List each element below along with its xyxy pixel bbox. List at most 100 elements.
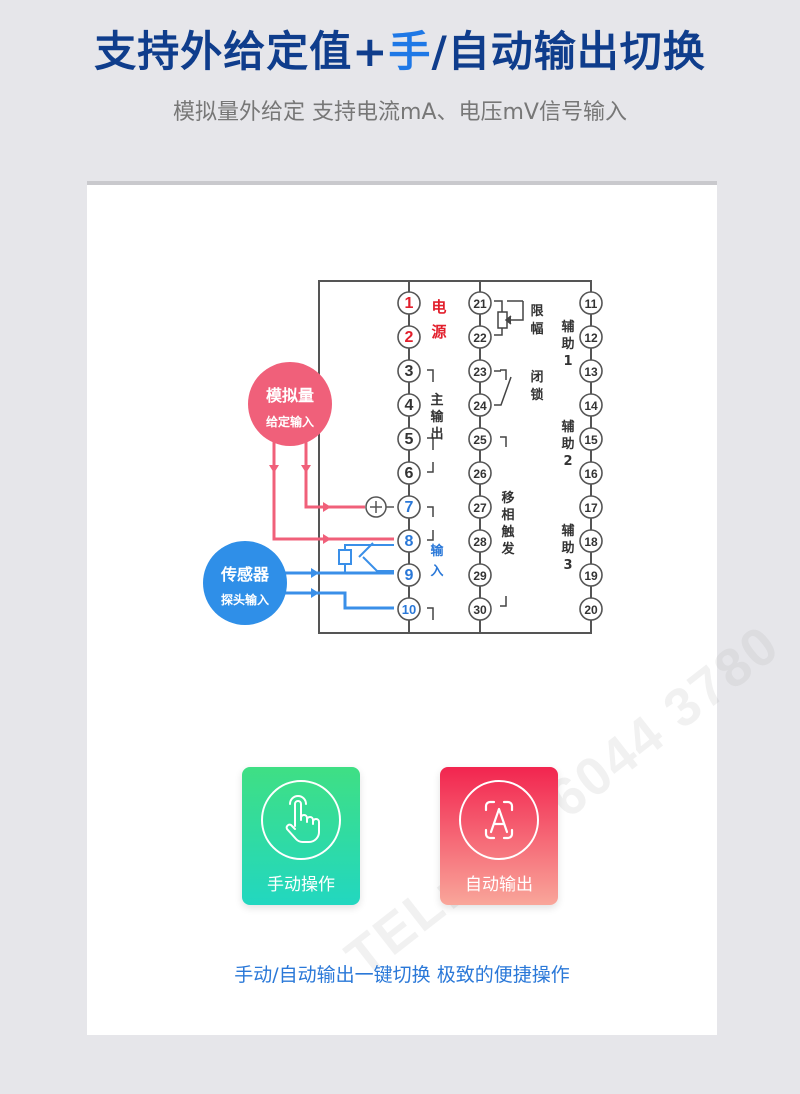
label-limit-char: 幅 [530,321,543,337]
terminal-22 [468,325,492,349]
sensor-wire [283,571,394,610]
sensor-node [203,541,287,625]
terminal-number: 22 [473,331,487,345]
label-phase_trigger-char: 移 [501,490,514,506]
terminal-21 [468,291,492,315]
terminal-24 [468,393,492,417]
terminal-2 [397,325,421,349]
label-main_output-char: 出 [430,426,443,442]
terminal-number: 25 [473,433,487,447]
title-part1: 支持外给定值+ [94,27,389,76]
label-lock-char: 锁 [530,387,543,403]
terminal-number: 5 [405,431,414,448]
label-input-char: 输 [430,543,444,559]
terminal-18 [579,529,603,553]
terminal-number: 12 [584,331,598,345]
manual-icon-ring [261,780,341,860]
terminal-29 [468,563,492,587]
terminal-17 [579,495,603,519]
terminal-15 [579,427,603,451]
terminal-number: 3 [405,363,414,380]
auto-mode-label: 自动输出 [465,875,533,895]
analog-arrows [269,465,331,544]
label-phase_trigger-char: 相 [501,507,514,523]
terminal-16 [579,461,603,485]
terminal-3 [397,359,421,383]
terminal-number: 28 [473,535,487,549]
label-limit-char: 限 [530,304,544,319]
label-main_output-char: 主 [430,392,443,408]
label-power-char: 源 [431,323,446,341]
terminal-number: 20 [584,603,598,617]
terminal-7 [397,495,421,519]
terminal-number: 6 [405,465,414,482]
terminal-number: 26 [473,467,487,481]
terminal-8 [397,529,421,553]
label-aux2-char: 辅 [561,419,574,435]
terminal-number: 11 [585,297,598,311]
analog-wire [272,440,394,541]
label-input-char: 入 [430,564,443,579]
phone-watermark: TEL: 138 6044 3780 [334,613,791,989]
terminal-12 [579,325,603,349]
terminal-number: 23 [473,365,487,379]
terminal-19 [579,563,603,587]
terminal-number: 19 [584,569,598,583]
lock-switch-icon [494,370,512,406]
label-aux3-char: 辅 [561,523,574,539]
label-aux2-char: 助 [561,436,574,452]
terminal-20 [579,597,603,621]
terminal-number: 7 [405,499,414,516]
terminal-number: 16 [584,467,598,481]
terminal-number: 10 [402,602,416,617]
terminal-number: 29 [473,569,487,583]
label-phase_trigger-char: 触 [500,524,514,540]
terminal-number: 13 [584,365,598,379]
analog-node-line1: 模拟量 [266,386,314,405]
terminal-13 [579,359,603,383]
title-part2: /自动输出切换 [431,27,706,76]
terminal-number: 1 [405,295,414,312]
analog-node-line2: 给定输入 [266,414,314,429]
auto-mode-button[interactable]: 自动输出 [440,767,558,905]
terminal-9 [397,563,421,587]
terminal-number: 18 [584,535,598,549]
label-aux2-char: 2 [563,454,572,469]
terminal-1 [397,291,421,315]
terminal-number: 14 [584,399,598,413]
terminal-6 [397,461,421,485]
label-aux3-char: 3 [563,558,572,573]
terminal-column-3: 11 12 13 14 15 16 17 18 19 20 [579,291,603,621]
terminal-11 [579,291,603,315]
label-aux3-char: 助 [561,540,574,556]
label-aux1-char: 辅 [561,319,574,335]
terminal-28 [468,529,492,553]
analog-setpoint-node [248,362,332,446]
manual-mode-label: 手动操作 [267,875,335,895]
terminal-25 [468,427,492,451]
label-main_output-char: 输 [430,409,444,425]
sensor-arrows [311,568,319,598]
terminal-number: 24 [473,399,487,413]
terminal-number: 30 [473,603,487,617]
page-title: 支持外给定值+手/自动输出切换 [0,18,800,79]
terminal-block [318,280,592,634]
terminal-10 [397,597,421,621]
terminal-number: 9 [405,567,414,584]
label-aux1-char: 1 [563,354,572,369]
terminal-number: 17 [584,501,598,515]
potentiometer-icon [494,300,524,336]
label-power-char: 电 [431,298,446,316]
title-accent: 手 [388,27,432,76]
terminal-27 [468,495,492,519]
manual-mode-button[interactable]: 手动操作 [242,767,360,905]
terminal-30 [468,597,492,621]
label-aux1-char: 助 [561,336,574,352]
terminal-23 [468,359,492,383]
terminal-number: 15 [584,433,598,447]
